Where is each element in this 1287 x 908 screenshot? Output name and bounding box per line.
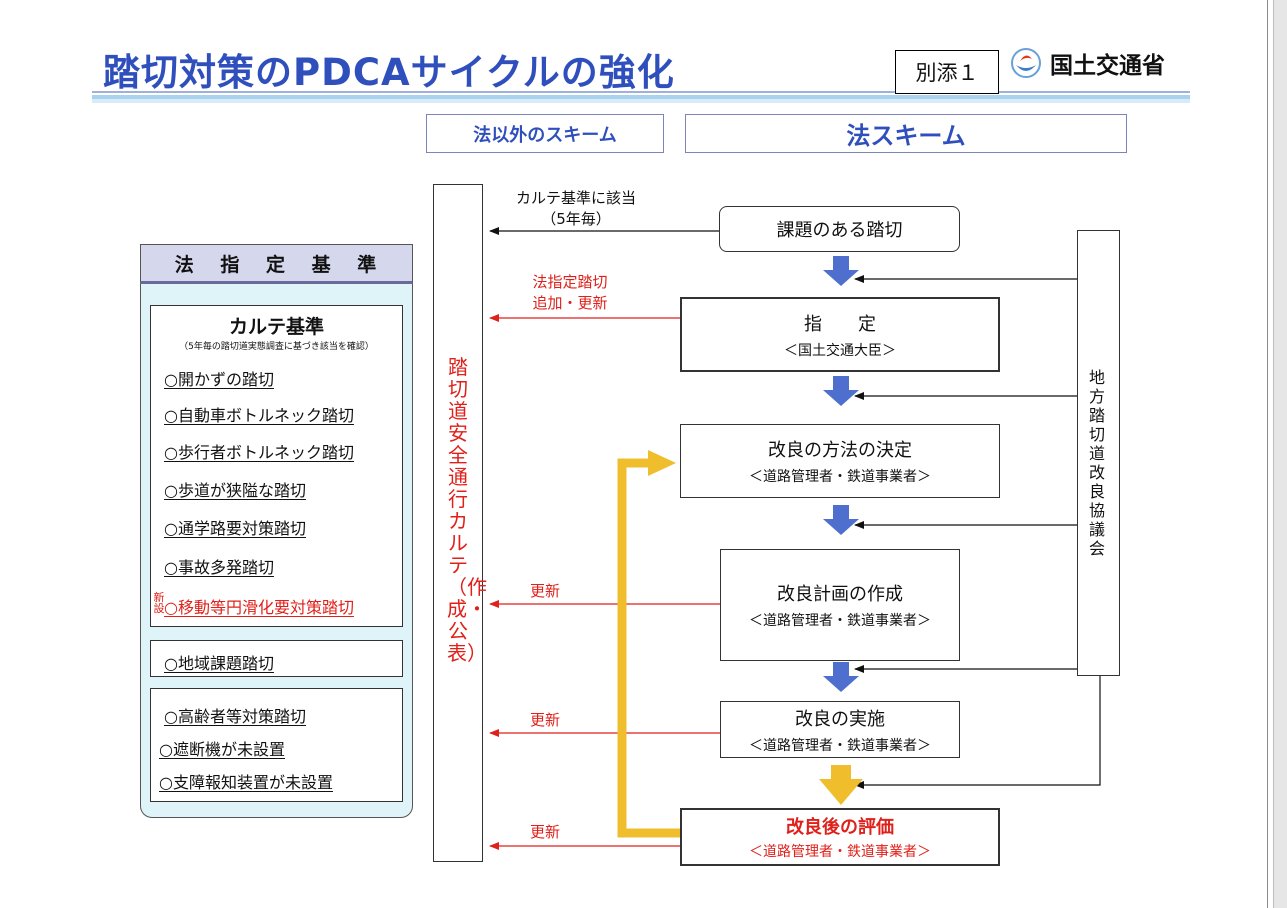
flow-step-actor: ＜国土交通大臣＞: [784, 342, 896, 359]
flow-step-title: 改良計画の作成: [777, 584, 903, 605]
flow-step-implementation: 改良の実施 ＜道路管理者・鉄道事業者＞: [720, 701, 960, 758]
flow-arrow-down: [823, 256, 859, 286]
karte-criteria-box: [150, 305, 403, 627]
flow-step-method-decision: 改良の方法の決定 ＜道路管理者・鉄道事業者＞: [680, 424, 1000, 498]
window-border: [1267, 0, 1273, 908]
flow-step-title: 改良の方法の決定: [768, 440, 912, 461]
flow-arrow-down-evaluate: [819, 765, 863, 805]
flow-step-title: 改良の実施: [795, 708, 885, 730]
flow-step-issue-crossing: 課題のある踏切: [719, 206, 960, 252]
non-legal-scheme-label: 法以外のスキーム: [426, 114, 664, 153]
criteria-panel-title: 法 指 定 基 準: [140, 244, 413, 284]
criteria-item: ○開かずの踏切: [164, 370, 274, 389]
legal-scheme-label: 法スキーム: [685, 114, 1127, 153]
criteria-item: ○歩道が狭隘な踏切: [164, 481, 306, 500]
council-label: 地方踏切道改良協議会: [1088, 368, 1105, 558]
criteria-item: ○支障報知装置が未設置: [159, 773, 333, 792]
flow-step-title: 改良後の評価: [786, 817, 894, 838]
flow-step-actor: ＜道路管理者・鉄道事業者＞: [749, 844, 931, 860]
arrow-council-5: [854, 676, 1101, 789]
criteria-item-regional: ○地域課題踏切: [164, 654, 274, 673]
page-title: 踏切対策のPDCAサイクルの強化: [103, 51, 675, 94]
karte-criteria-title: カルテ基準: [228, 316, 324, 338]
title-underline: [92, 91, 1190, 103]
flow-arrow-down: [823, 376, 859, 406]
criteria-item-new: ○移動等円滑化要対策踏切: [164, 598, 354, 617]
karte-column: [433, 184, 483, 862]
criteria-item: ○歩行者ボトルネック踏切: [164, 443, 354, 462]
ministry-emblem-icon: [1011, 48, 1041, 78]
regional-criteria-box: [150, 640, 403, 677]
ministry-logo: 国土交通省: [1010, 46, 1165, 80]
note-update: 更新: [529, 823, 560, 841]
flow-step-title: 課題のある踏切: [776, 220, 903, 241]
criteria-item: ○通学路要対策踏切: [164, 519, 306, 538]
flow-step-actor: ＜道路管理者・鉄道事業者＞: [749, 613, 931, 629]
karte-criteria-note: （5年毎の踏切道実態調査に基づき該当を確認）: [179, 342, 374, 352]
criteria-item: ○高齢者等対策踏切: [164, 707, 306, 726]
note-five-years: （5年毎）: [541, 210, 611, 228]
annex-label: 別添１: [895, 50, 999, 94]
flow-step-actor: ＜道路管理者・鉄道事業者＞: [749, 469, 931, 485]
criteria-item: ○事故多発踏切: [164, 558, 274, 577]
flow-step-title: 指 定: [804, 313, 876, 335]
flow-arrow-down: [823, 505, 859, 535]
flow-step-evaluation: 改良後の評価 ＜道路管理者・鉄道事業者＞: [680, 808, 1000, 866]
note-update: 更新: [529, 711, 560, 729]
criteria-item: ○遮断機が未設置: [159, 740, 285, 759]
flow-arrow-down: [823, 662, 859, 692]
cycle-feedback-arrow: [617, 458, 680, 838]
note-designated: 法指定踏切: [532, 273, 608, 291]
note-karte-match: カルテ基準に該当: [515, 189, 636, 207]
flow-step-designation: 指 定 ＜国土交通大臣＞: [680, 297, 1000, 372]
flow-step-plan-creation: 改良計画の作成 ＜道路管理者・鉄道事業者＞: [720, 549, 960, 661]
scrollbar-track[interactable]: [1273, 0, 1287, 908]
cycle-feedback-arrowhead: [648, 450, 676, 476]
new-mark: 新設: [153, 591, 165, 615]
criteria-item: ○自動車ボトルネック踏切: [164, 406, 354, 425]
ministry-name: 国土交通省: [1050, 53, 1165, 79]
other-criteria-box: [150, 688, 403, 802]
note-add-update: 追加・更新: [532, 294, 608, 312]
council-box: [1077, 230, 1120, 676]
note-update: 更新: [529, 582, 560, 600]
flow-step-actor: ＜道路管理者・鉄道事業者＞: [749, 737, 931, 754]
